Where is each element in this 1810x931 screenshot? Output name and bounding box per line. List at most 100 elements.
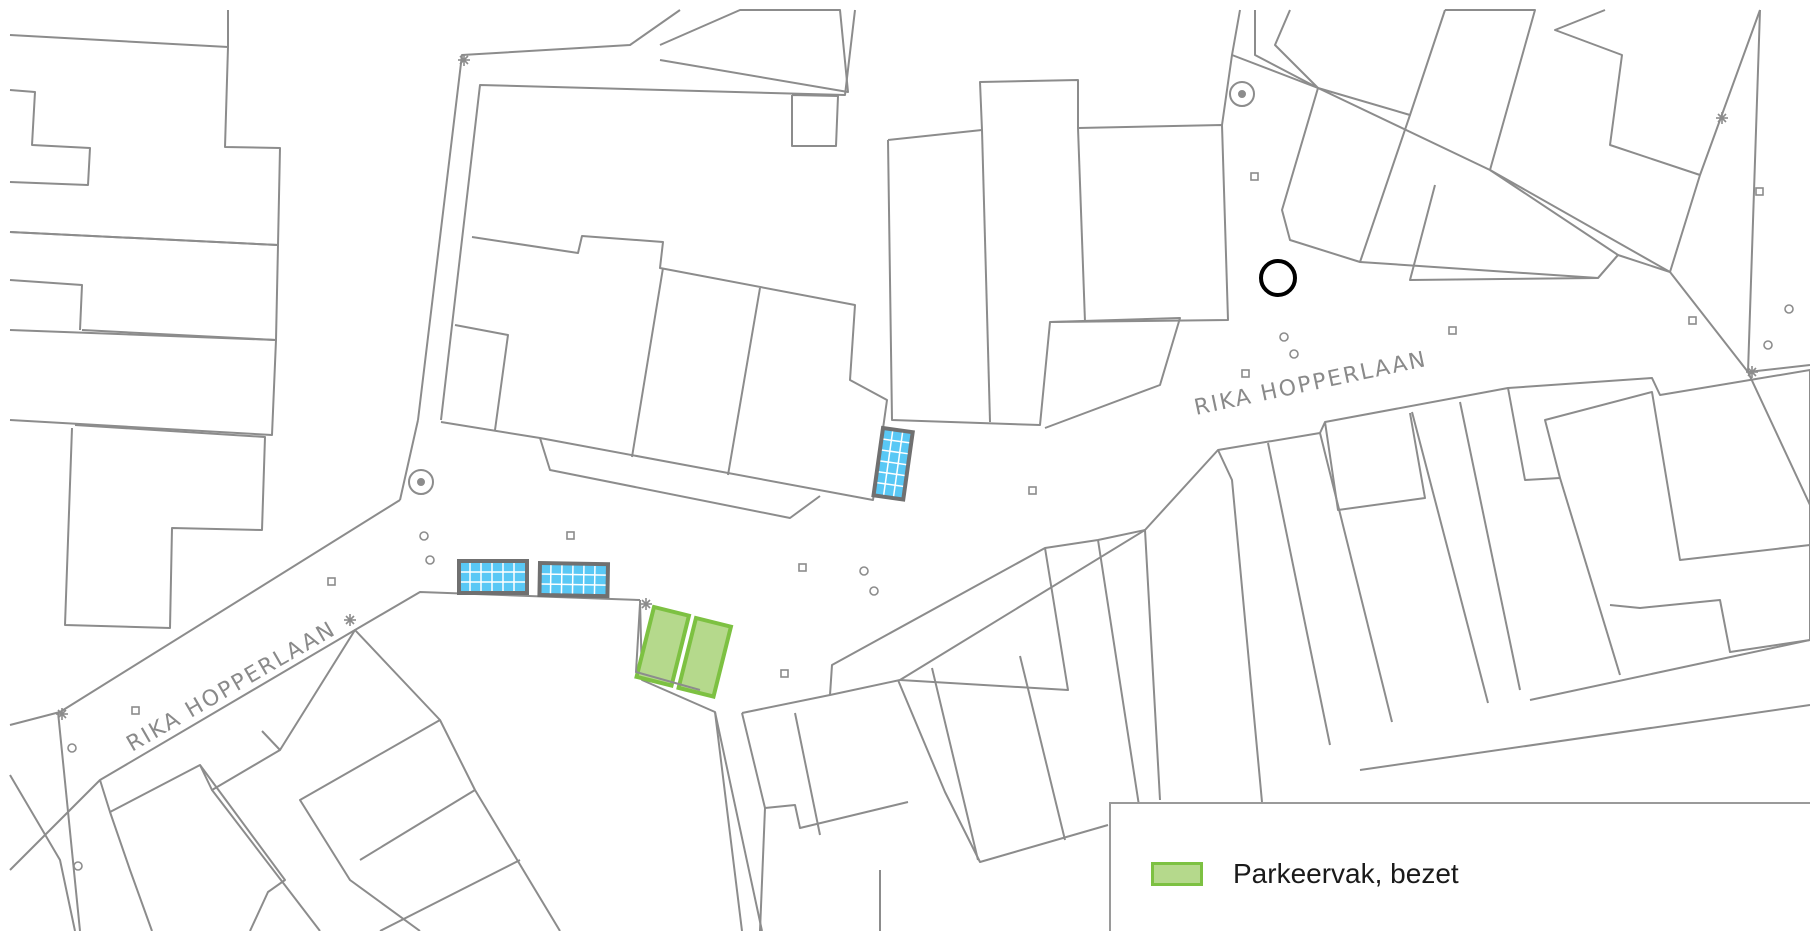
- street-edge: [1747, 364, 1810, 373]
- bollard-icon: [1250, 172, 1259, 181]
- utility-point-icon: [73, 861, 83, 871]
- street-edge: [440, 9, 856, 421]
- building-outline: [1317, 9, 1536, 171]
- bike-rack[interactable]: [457, 559, 529, 595]
- building-outline: [9, 34, 281, 246]
- street-label-lower: RIKA HOPPERLAAN: [123, 617, 341, 757]
- bollard-icon: [1448, 326, 1457, 335]
- parking-bay-occupied[interactable]: [676, 615, 734, 699]
- building-outline: [379, 859, 521, 931]
- building-outline: [1699, 9, 1761, 176]
- building-outline: [759, 807, 766, 931]
- building-outline: [279, 629, 561, 931]
- legend-item-parking-occupied: Parkeervak, bezet: [1151, 858, 1459, 890]
- building-outline: [1359, 114, 1411, 263]
- bike-racks: [457, 425, 915, 599]
- utility-point-icon: [1763, 340, 1773, 350]
- bollard-icon: [798, 563, 807, 572]
- building-outline: [794, 712, 821, 836]
- building-outline: [1077, 127, 1086, 323]
- building-outline: [9, 89, 91, 186]
- legend-swatch-parking-occupied: [1151, 862, 1203, 886]
- building-outline: [887, 79, 1229, 426]
- building-outline: [741, 712, 909, 829]
- building-outline: [1254, 10, 1319, 89]
- map-legend: Parkeervak, bezet: [1109, 802, 1810, 931]
- building-outline: [1507, 387, 1810, 561]
- street-lamp-icon: [640, 598, 652, 610]
- building-outline: [9, 774, 76, 931]
- building-outline: [57, 711, 81, 931]
- building-outline: [9, 329, 277, 436]
- building-outline: [9, 279, 83, 331]
- utility-point-icon: [869, 586, 879, 596]
- building-outline: [1459, 401, 1521, 691]
- street-lamp-icon: [344, 614, 356, 626]
- bike-rack[interactable]: [871, 425, 915, 502]
- street-lamp-icon: [1716, 112, 1728, 124]
- building-outline: [1217, 449, 1263, 803]
- building-outline: [109, 811, 153, 931]
- street-lamps: [56, 54, 1758, 720]
- bollard-icon: [1241, 369, 1250, 378]
- street-edge: [417, 9, 681, 421]
- street-edge: [639, 599, 743, 931]
- bollard-icon: [131, 706, 140, 715]
- street-lamp-icon: [1746, 366, 1758, 378]
- building-outline: [1359, 704, 1810, 771]
- street-edge: [1747, 9, 1810, 506]
- utility-point-icon: [1289, 349, 1299, 359]
- tree-icon: [1229, 81, 1255, 107]
- utility-point-icon: [425, 555, 435, 565]
- utility-point-icon: [67, 743, 77, 753]
- building-outline: [1324, 412, 1426, 511]
- building-outline: [981, 129, 991, 423]
- building-outline: [1019, 655, 1066, 841]
- bollard-icon: [327, 577, 336, 586]
- building-outline: [454, 324, 509, 431]
- building-outline: [64, 424, 266, 629]
- legend-label: Parkeervak, bezet: [1233, 858, 1459, 889]
- parking-bays-occupied: [634, 603, 734, 699]
- building-outline: [1267, 442, 1331, 746]
- street-lamp-icon: [458, 54, 470, 66]
- bollard-icon: [1755, 187, 1764, 196]
- building-outline: [931, 667, 979, 861]
- building-outline: [631, 267, 664, 458]
- building-outline: [9, 231, 279, 341]
- building-outline: [1044, 529, 1161, 801]
- building-outline: [1529, 639, 1810, 701]
- parking-bay-occupied[interactable]: [634, 604, 692, 688]
- building-outline: [1559, 477, 1621, 676]
- building-outline: [1097, 539, 1141, 813]
- bollard-icon: [566, 531, 575, 540]
- location-marker-icon[interactable]: [1259, 259, 1297, 297]
- building-outline: [1319, 432, 1393, 723]
- bollard-icon: [1688, 316, 1697, 325]
- bollard-icon: [780, 669, 789, 678]
- bollards: [67, 172, 1794, 871]
- building-outline: [299, 719, 441, 931]
- utility-point-icon: [1279, 332, 1289, 342]
- building-outline: [1554, 9, 1701, 273]
- street-lamp-icon: [56, 708, 68, 720]
- building-outline: [1044, 317, 1181, 429]
- bollard-icon: [1028, 486, 1037, 495]
- tree-icon: [408, 469, 434, 495]
- building-outline: [1274, 9, 1446, 116]
- bike-rack[interactable]: [537, 560, 611, 599]
- building-outline: [791, 94, 839, 147]
- building-outline: [99, 730, 281, 813]
- utility-point-icon: [1784, 304, 1794, 314]
- building-outline: [897, 679, 1109, 863]
- street-edge: [399, 419, 419, 501]
- building-outline: [199, 764, 286, 931]
- building-outline: [1409, 169, 1619, 281]
- building-outline: [727, 287, 761, 476]
- building-outline: [659, 9, 849, 93]
- utility-point-icon: [859, 566, 869, 576]
- street-edge: [741, 529, 1146, 714]
- street-edge: [1221, 9, 1241, 126]
